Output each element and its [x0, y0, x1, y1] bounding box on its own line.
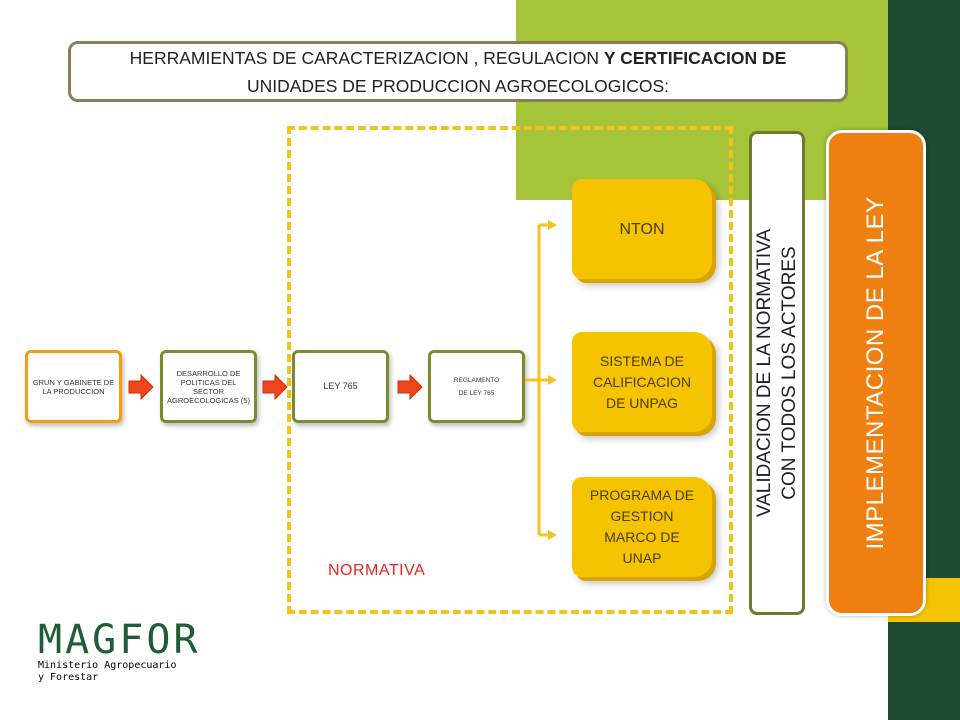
step-desarrollo-politicas: DESARROLLO DE POLITICAS DEL SECTOR AGROE… [160, 350, 257, 423]
title-line-2: UNIDADES DE PRODUCCION AGROECOLOGICOS: [246, 75, 669, 96]
step-grun-gabinete: GRUN Y GABINETE DE LA PRODUCCION [25, 350, 122, 423]
card-nton-label: NTON [619, 220, 665, 238]
title-box: HERRAMIENTAS DE CARACTERIZACION , REGULA… [68, 41, 848, 102]
card-nton: NTON [572, 179, 712, 279]
step-reglamento-line1: REGLAMENTO [453, 376, 500, 384]
card-sistema-calificacion: SISTEMA DE CALIFICACION DE UNPAG [572, 332, 712, 432]
implementacion-text: IMPLEMENTACION DE LA LEY [862, 196, 889, 550]
implementacion-box: IMPLEMENTACION DE LA LEY [826, 130, 926, 616]
branch-connector [525, 220, 557, 540]
validacion-line1: VALIDACION DE LA NORMATIVA [754, 228, 775, 518]
card-programa-label: PROGRAMA DE GESTION MARCO DE UNAP [589, 487, 695, 566]
step-ley-label: LEY 765 [323, 381, 358, 391]
card-programa-gestion: PROGRAMA DE GESTION MARCO DE UNAP [572, 477, 712, 577]
normativa-label: NORMATIVA [328, 562, 426, 579]
card-sistema-label: SISTEMA DE CALIFICACION DE UNPAG [592, 352, 691, 411]
title-line-1: HERRAMIENTAS DE CARACTERIZACION , REGULA… [130, 44, 787, 72]
step-desarrollo-label: DESARROLLO DE POLITICAS DEL SECTOR AGROE… [167, 368, 250, 405]
step-reglamento-line2: DE LEY 765 [458, 389, 495, 397]
logo-name: MAGFOR [38, 617, 201, 663]
arrow-right-icon [128, 374, 154, 400]
validacion-box: VALIDACION DE LA NORMATIVA CON TODOS LOS… [749, 131, 805, 615]
logo-subtitle-1: Ministerio Agropecuario [38, 660, 177, 671]
validacion-text: VALIDACION DE LA NORMATIVA CON TODOS LOS… [752, 134, 802, 612]
title-regular: HERRAMIENTAS DE CARACTERIZACION , REGULA… [129, 47, 604, 68]
arrow-right-icon [397, 374, 423, 400]
normativa-frame [287, 126, 733, 614]
logo-subtitle-2: y Forestar [38, 672, 99, 683]
magfor-logo: MAGFOR Ministerio Agropecuario y Foresta… [38, 620, 201, 684]
title-bold: Y CERTIFICACION DE [603, 47, 787, 68]
validacion-line2: CON TODOS LOS ACTORES [779, 246, 800, 500]
step-ley-765: LEY 765 [292, 350, 389, 423]
arrow-right-icon [262, 374, 288, 400]
step-grun-label: GRUN Y GABINETE DE LA PRODUCCION [32, 377, 115, 396]
step-reglamento: REGLAMENTO DE LEY 765 [428, 350, 525, 423]
